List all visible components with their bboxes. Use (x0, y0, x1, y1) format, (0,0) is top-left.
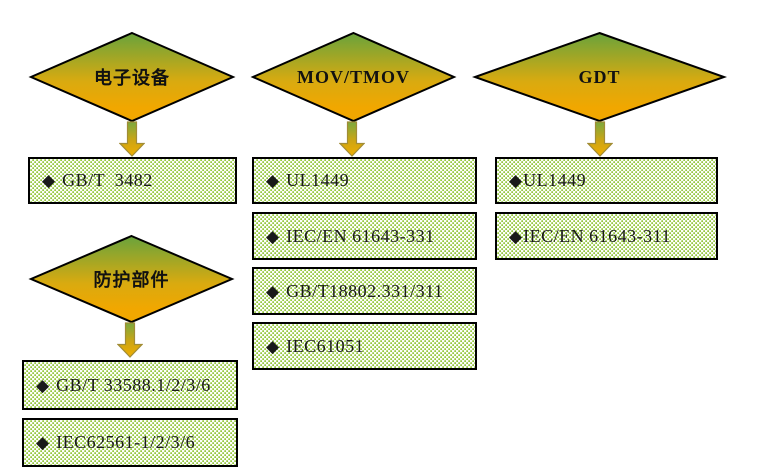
diamond-shape (28, 234, 235, 324)
diamond-label: MOV/TMOV (297, 66, 410, 87)
diamond-shape (28, 31, 236, 123)
diamond-bullet-icon: ◆ (266, 281, 280, 301)
diamond-label: GDT (578, 66, 621, 87)
diamond-gdt: GDT (472, 31, 727, 123)
standard-box-gbt33588: ◆ GB/T 33588.1/2/3/6 (22, 360, 238, 410)
standard-label: UL1449 (286, 170, 350, 190)
standard-label: IEC/EN 61643-331 (286, 225, 435, 246)
standard-box-gbt3482: ◆ GB/T 3482 (28, 157, 237, 204)
diamond-shape (250, 31, 457, 123)
diamond-shape (472, 31, 727, 123)
standard-label: IEC61051 (286, 335, 365, 356)
diamond-label: 防护部件 (93, 270, 170, 290)
down-arrow-icon (339, 121, 365, 157)
standard-box-iec-en-61643-331: ◆ IEC/EN 61643-331 (252, 212, 477, 260)
diamond-electronic-equipment: 电子设备 (28, 31, 236, 123)
diamond-protection-components: 防护部件 (28, 234, 235, 324)
standard-box-iec61051: ◆ IEC61051 (252, 322, 477, 370)
standard-box-ul1449-gdt: ◆ UL1449 (495, 157, 718, 204)
standard-label: UL1449 (523, 170, 587, 190)
diamond-bullet-icon: ◆ (509, 171, 523, 190)
down-arrow-icon (117, 322, 143, 358)
standard-label: GB/T18802.331/311 (286, 280, 444, 301)
standard-box-gbt18802: ◆ GB/T18802.331/311 (252, 267, 477, 315)
standard-box-iec-en-61643-311: ◆ IEC/EN 61643-311 (495, 212, 718, 260)
diamond-bullet-icon: ◆ (266, 171, 280, 190)
diamond-label: 电子设备 (94, 68, 170, 88)
down-arrow-icon (587, 121, 613, 157)
diamond-bullet-icon: ◆ (509, 226, 523, 246)
diamond-bullet-icon: ◆ (266, 226, 280, 246)
standard-label: GB/T 3482 (62, 170, 153, 190)
standard-label: IEC/EN 61643-311 (523, 225, 671, 246)
diamond-bullet-icon: ◆ (266, 336, 280, 356)
diamond-bullet-icon: ◆ (36, 433, 50, 452)
diamond-bullet-icon: ◆ (42, 171, 56, 190)
diamond-bullet-icon: ◆ (36, 375, 50, 395)
down-arrow-icon (119, 121, 145, 157)
standard-label: IEC62561-1/2/3/6 (56, 432, 196, 452)
standard-label: GB/T 33588.1/2/3/6 (56, 374, 211, 395)
standard-box-iec62561: ◆ IEC62561-1/2/3/6 (22, 418, 238, 467)
standard-box-ul1449-mov: ◆ UL1449 (252, 157, 477, 204)
diamond-mov-tmov: MOV/TMOV (250, 31, 457, 123)
